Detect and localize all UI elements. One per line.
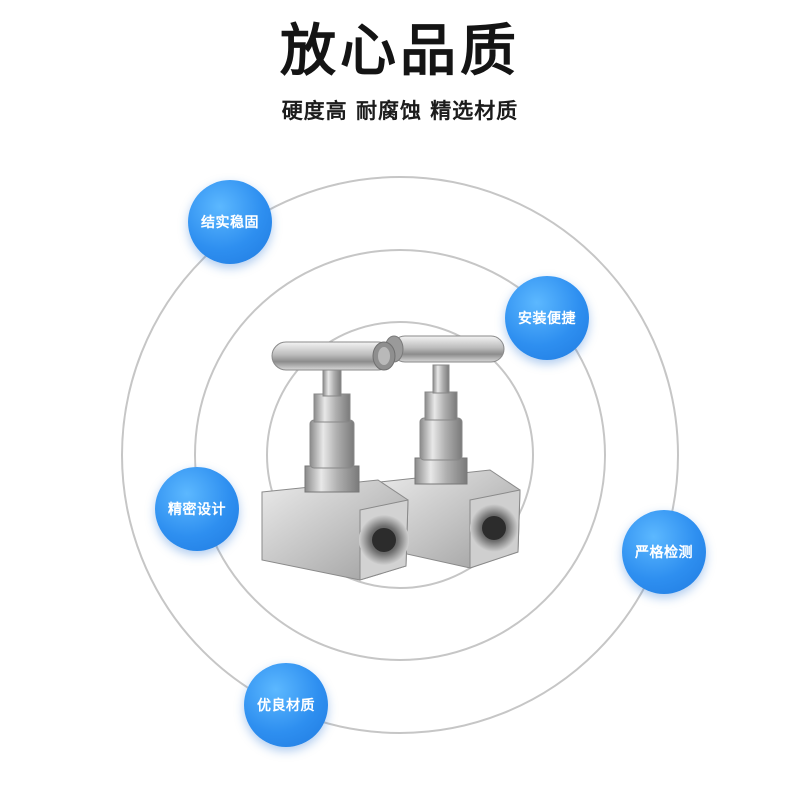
feature-badge-strict-inspection: 严格检测	[622, 510, 706, 594]
page-title: 放心品质	[280, 19, 520, 84]
page-subtitle: 硬度高 耐腐蚀 精选材质	[281, 99, 519, 123]
feature-badge-precision-design: 精密设计	[155, 467, 239, 551]
feature-badge-sturdy: 结实稳固	[188, 180, 272, 264]
left-valve	[261, 341, 409, 581]
feature-badge-easy-install: 安装便捷	[505, 276, 589, 360]
feature-badge-quality-material: 优良材质	[244, 663, 328, 747]
